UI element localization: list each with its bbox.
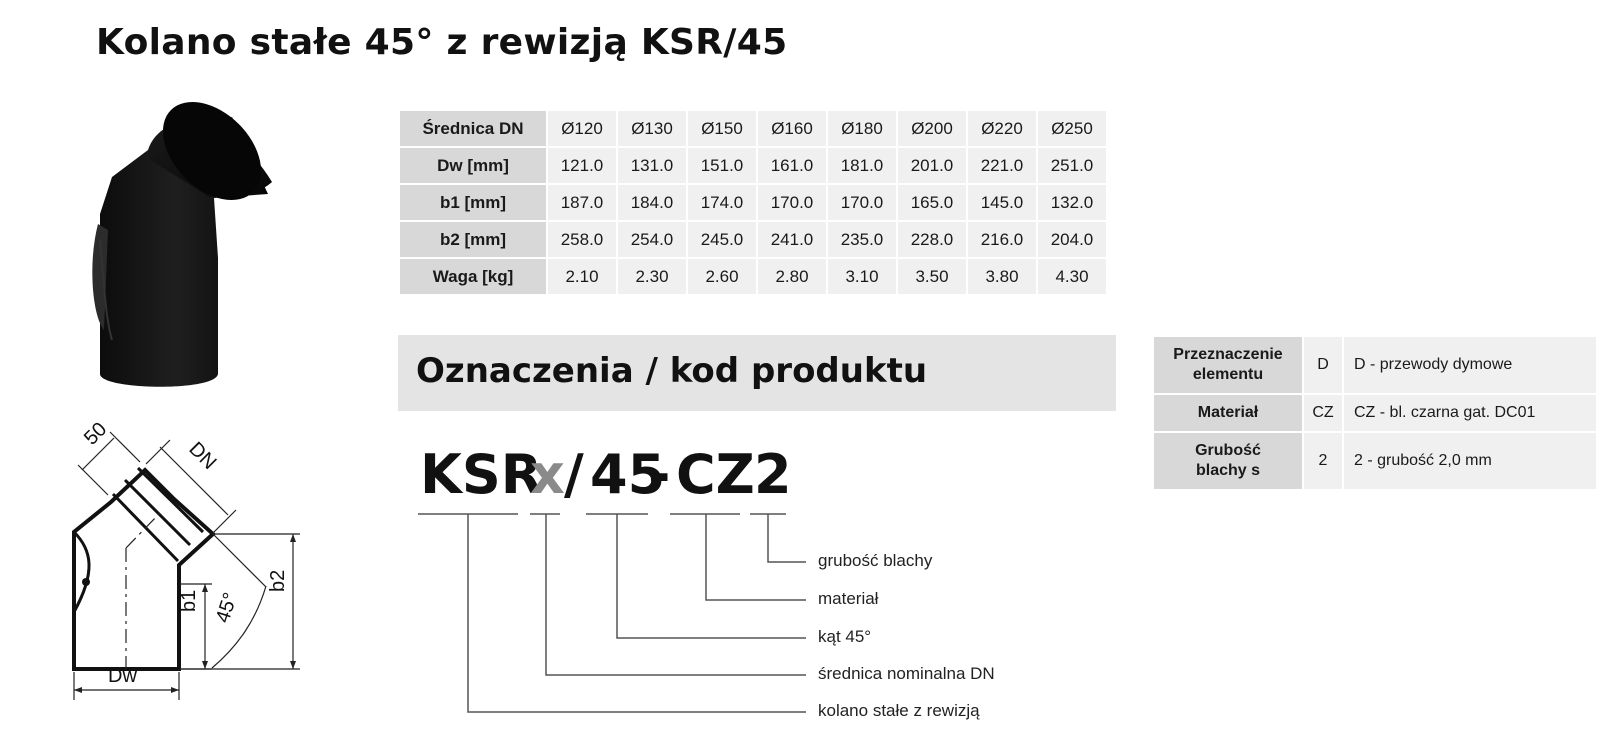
- code-part-ksr: KSR: [420, 443, 543, 506]
- table-cell: 4.30: [1038, 259, 1106, 294]
- row-header: Przeznaczenie elementu: [1154, 337, 1302, 393]
- description-cell: CZ - bl. czarna gat. DC01: [1344, 395, 1596, 431]
- table-row: Średnica DN Ø120 Ø130 Ø150 Ø160 Ø180 Ø20…: [400, 111, 1106, 146]
- table-cell: 145.0: [968, 185, 1036, 220]
- table-cell: 245.0: [688, 222, 756, 257]
- legend-elbow: kolano stałe z rewizją: [818, 701, 980, 720]
- table-cell: Ø200: [898, 111, 966, 146]
- table-cell: 121.0: [548, 148, 616, 183]
- table-cell: 221.0: [968, 148, 1036, 183]
- table-cell: 132.0: [1038, 185, 1106, 220]
- table-cell: 216.0: [968, 222, 1036, 257]
- legend-thickness: grubość blachy: [818, 551, 933, 570]
- row-header: Grubość blachy s: [1154, 433, 1302, 489]
- code-part-cz: CZ: [676, 443, 755, 506]
- section-band: Oznaczenia / kod produktu: [398, 335, 1116, 411]
- row-header: Waga [kg]: [400, 259, 546, 294]
- table-cell: 201.0: [898, 148, 966, 183]
- description-cell: 2 - grubość 2,0 mm: [1344, 433, 1596, 489]
- row-header-line: elementu: [1192, 366, 1264, 383]
- table-cell: 184.0: [618, 185, 686, 220]
- table-cell: 181.0: [828, 148, 896, 183]
- row-header: Dw [mm]: [400, 148, 546, 183]
- table-row: b1 [mm] 187.0 184.0 174.0 170.0 170.0 16…: [400, 185, 1106, 220]
- table-cell: 2.10: [548, 259, 616, 294]
- row-header-line: Grubość: [1195, 442, 1261, 459]
- table-cell: 2.60: [688, 259, 756, 294]
- table-cell: Ø130: [618, 111, 686, 146]
- row-header: b2 [mm]: [400, 222, 546, 257]
- table-cell: 241.0: [758, 222, 826, 257]
- row-header: b1 [mm]: [400, 185, 546, 220]
- row-header: Średnica DN: [400, 111, 546, 146]
- table-row: Dw [mm] 121.0 131.0 151.0 161.0 181.0 20…: [400, 148, 1106, 183]
- code-part-45: 45: [590, 443, 666, 506]
- table-cell: Ø180: [828, 111, 896, 146]
- marking-table: Przeznaczenie elementu D D - przewody dy…: [1152, 335, 1598, 491]
- code-cell: 2: [1304, 433, 1342, 489]
- table-cell: 170.0: [828, 185, 896, 220]
- section-title: Oznaczenia / kod produktu: [416, 351, 928, 391]
- table-row: Grubość blachy s 2 2 - grubość 2,0 mm: [1154, 433, 1596, 489]
- row-header-line: blachy s: [1195, 462, 1261, 479]
- row-header-line: Przeznaczenie: [1173, 346, 1283, 363]
- table-cell: 3.50: [898, 259, 966, 294]
- legend-angle: kąt 45°: [818, 627, 872, 646]
- dim-b2-label: b2: [267, 570, 289, 592]
- legend-material: materiał: [818, 589, 879, 608]
- table-cell: 235.0: [828, 222, 896, 257]
- table-cell: 258.0: [548, 222, 616, 257]
- table-cell: 161.0: [758, 148, 826, 183]
- table-row: b2 [mm] 258.0 254.0 245.0 241.0 235.0 22…: [400, 222, 1106, 257]
- table-cell: 131.0: [618, 148, 686, 183]
- code-part-2: 2: [754, 443, 792, 506]
- code-cell: D: [1304, 337, 1342, 393]
- code-part-slash: /: [564, 443, 584, 506]
- spec-table: Średnica DN Ø120 Ø130 Ø150 Ø160 Ø180 Ø20…: [398, 109, 1108, 296]
- legend-diameter: średnica nominalna DN: [818, 664, 995, 683]
- table-row: Materiał CZ CZ - bl. czarna gat. DC01: [1154, 395, 1596, 431]
- table-row: Waga [kg] 2.10 2.30 2.60 2.80 3.10 3.50 …: [400, 259, 1106, 294]
- table-cell: 2.80: [758, 259, 826, 294]
- row-header: Materiał: [1154, 395, 1302, 431]
- table-cell: 228.0: [898, 222, 966, 257]
- product-photo: [92, 101, 272, 387]
- table-cell: 165.0: [898, 185, 966, 220]
- technical-drawing: Dw b1 b2 45° 50 DN: [72, 418, 300, 700]
- table-cell: 204.0: [1038, 222, 1106, 257]
- code-part-dash: -: [648, 443, 671, 506]
- table-cell: 254.0: [618, 222, 686, 257]
- page-title: Kolano stałe 45° z rewizją KSR/45: [96, 22, 788, 63]
- table-cell: 174.0: [688, 185, 756, 220]
- table-cell: Ø220: [968, 111, 1036, 146]
- code-cell: CZ: [1304, 395, 1342, 431]
- table-cell: Ø160: [758, 111, 826, 146]
- table-cell: 3.80: [968, 259, 1036, 294]
- dim-b1-label: b1: [178, 590, 200, 612]
- table-cell: 187.0: [548, 185, 616, 220]
- table-cell: 170.0: [758, 185, 826, 220]
- table-row: Przeznaczenie elementu D D - przewody dy…: [1154, 337, 1596, 393]
- table-cell: 151.0: [688, 148, 756, 183]
- table-cell: Ø250: [1038, 111, 1106, 146]
- table-cell: Ø120: [548, 111, 616, 146]
- table-cell: Ø150: [688, 111, 756, 146]
- dim-dw-label: Dw: [108, 665, 137, 687]
- table-cell: 3.10: [828, 259, 896, 294]
- table-cell: 2.30: [618, 259, 686, 294]
- table-cell: 251.0: [1038, 148, 1106, 183]
- code-part-x: x: [530, 443, 565, 506]
- description-cell: D - przewody dymowe: [1344, 337, 1596, 393]
